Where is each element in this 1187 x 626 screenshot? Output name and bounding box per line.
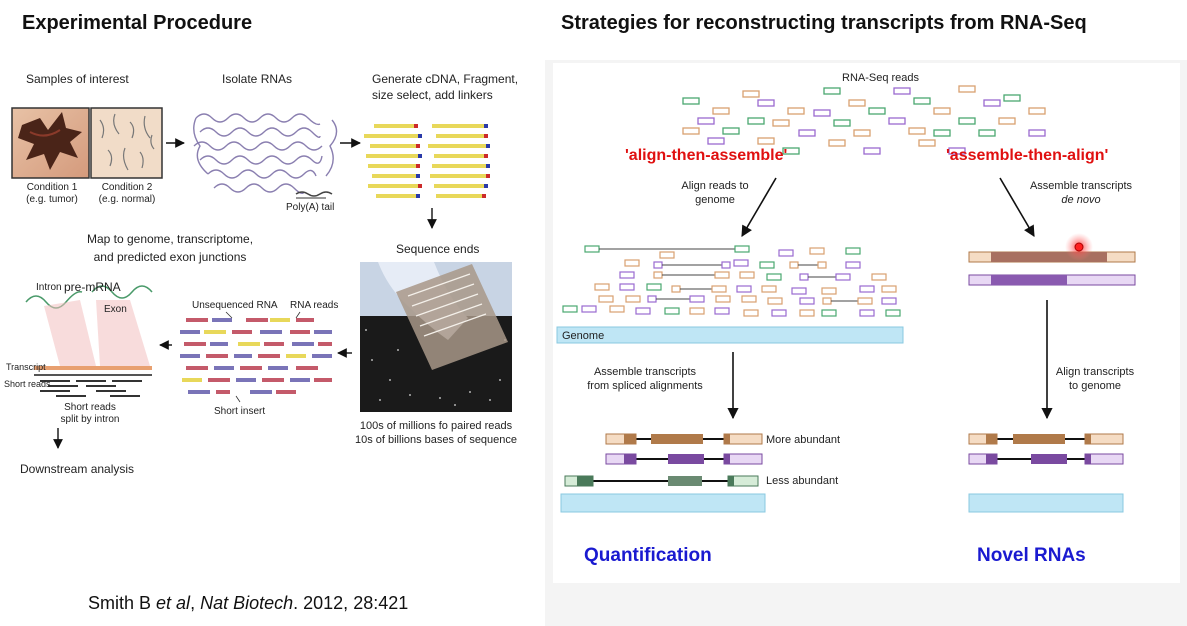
polya-tail-mark bbox=[295, 191, 333, 197]
intron-label: Intron bbox=[36, 282, 62, 293]
short-insert-label: Short insert bbox=[214, 406, 266, 417]
align-reads-label-1: Align reads to bbox=[681, 180, 749, 192]
assembled-transcripts-quantification bbox=[564, 433, 763, 487]
novel-rnas-label: Novel RNAs bbox=[977, 545, 1086, 566]
paired-reads bbox=[180, 318, 332, 394]
genome-label: Genome bbox=[562, 330, 605, 342]
pre-mrna-label: pre-mRNA bbox=[64, 280, 121, 294]
short-reads-label: Short reads bbox=[4, 379, 51, 389]
unsequenced-rna-label: Unsequenced RNA bbox=[192, 300, 278, 311]
genome-bar-quantification bbox=[560, 493, 766, 513]
denovo-transcripts bbox=[968, 251, 1136, 286]
assemble-spliced-label-1: Assemble transcripts bbox=[593, 366, 697, 378]
align-transcripts-label-2: to genome bbox=[1069, 380, 1121, 392]
genome-bar bbox=[556, 326, 904, 344]
assemble-denovo-label-2: de novo bbox=[1061, 194, 1101, 206]
split-label-1: Short reads bbox=[64, 402, 116, 413]
isolate-label: Isolate RNAs bbox=[222, 72, 293, 86]
aligned-transcripts-novel bbox=[968, 433, 1124, 465]
citation-rest: . 2012, 28:421 bbox=[293, 593, 409, 613]
citation-etal: et al bbox=[156, 593, 191, 613]
millions-reads-label: 100s of millions fo paired reads bbox=[359, 420, 513, 432]
more-abundant-label: More abundant bbox=[766, 434, 840, 446]
assemble-spliced-label-2: from spliced alignments bbox=[587, 380, 703, 392]
sample-condition-1-image bbox=[11, 107, 90, 179]
citation-sep: , bbox=[190, 593, 201, 613]
citation-author: Smith B bbox=[88, 593, 157, 613]
left-title: Experimental Procedure bbox=[22, 12, 253, 34]
quantification-label: Quantification bbox=[584, 545, 712, 566]
assemble-then-align-label: 'assemble-then-align' bbox=[946, 147, 1109, 164]
rnaseq-reads-label: RNA-Seq reads bbox=[842, 72, 920, 84]
rna-reads-label: RNA reads bbox=[290, 300, 339, 311]
downstream-label: Downstream analysis bbox=[20, 462, 135, 476]
generate-label-2: size select, add linkers bbox=[372, 88, 493, 102]
citation-journal: Nat Biotech bbox=[200, 593, 294, 613]
map-label-2: and predicted exon junctions bbox=[93, 250, 247, 264]
polya-label: Poly(A) tail bbox=[286, 202, 335, 213]
assemble-denovo-label-1: Assemble transcripts bbox=[1029, 180, 1133, 192]
mapping-illustration bbox=[25, 285, 153, 397]
aligned-reads-with-splices bbox=[562, 245, 901, 317]
condition-1-example: (e.g. tumor) bbox=[26, 194, 78, 205]
split-label-2: split by intron bbox=[60, 414, 120, 425]
generate-label-1: Generate cDNA, Fragment, bbox=[372, 72, 519, 86]
align-reads-label-2: genome bbox=[695, 194, 735, 206]
tangled-rna-illustration bbox=[193, 113, 338, 195]
sample-condition-2-image bbox=[90, 107, 163, 179]
less-abundant-label: Less abundant bbox=[766, 475, 839, 487]
novel-site-dot bbox=[1074, 242, 1084, 252]
cdna-fragments bbox=[364, 124, 490, 198]
exon-label: Exon bbox=[104, 304, 127, 315]
genome-bar-novel bbox=[968, 493, 1124, 513]
align-transcripts-label-1: Align transcripts bbox=[1055, 366, 1135, 378]
condition-1-label: Condition 1 bbox=[26, 182, 78, 193]
citation: Smith B et al, Nat Biotech. 2012, 28:421 bbox=[88, 593, 408, 614]
condition-2-example: (e.g. normal) bbox=[98, 194, 156, 205]
align-then-assemble-label: 'align-then-assemble' bbox=[625, 147, 788, 164]
sequence-ends-label: Sequence ends bbox=[396, 242, 480, 256]
sequencing-flow-cell-photo bbox=[360, 262, 512, 412]
samples-label: Samples of interest bbox=[26, 72, 129, 86]
rnaseq-reads-cloud bbox=[682, 85, 1046, 155]
right-title: Strategies for reconstructing transcript… bbox=[561, 12, 1087, 34]
condition-2-label: Condition 2 bbox=[101, 182, 153, 193]
transcript-label: Transcript bbox=[6, 362, 46, 372]
billions-bases-label: 10s of billions bases of sequence bbox=[354, 434, 518, 446]
map-label-1: Map to genome, transcriptome, bbox=[86, 232, 254, 246]
